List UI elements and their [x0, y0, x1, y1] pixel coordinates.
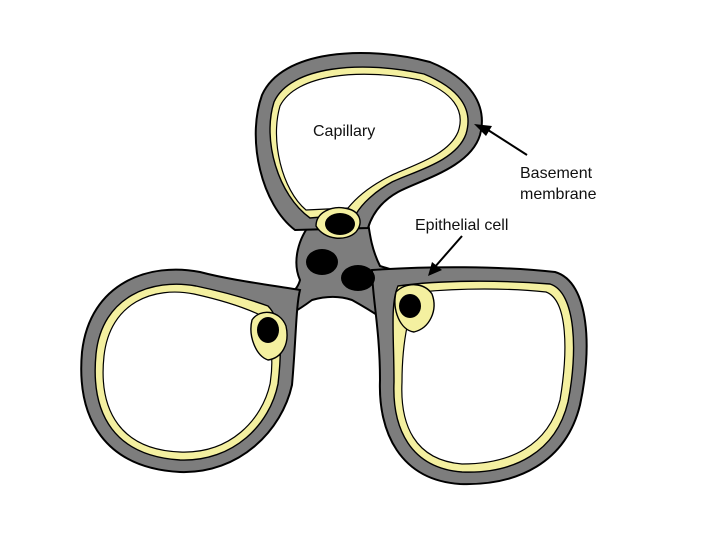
capillary-label: Capillary	[313, 123, 375, 140]
epithelial-cell-arrow-line	[434, 236, 462, 268]
nucleus-right	[399, 294, 421, 318]
nucleus-top	[325, 213, 355, 235]
basement-membrane-label-line2: membrane	[520, 186, 597, 203]
epithelial-cell-label: Epithelial cell	[415, 217, 508, 234]
basement-membrane-arrow-line	[488, 130, 527, 155]
top-capillary-lumen	[276, 74, 460, 210]
nucleus-center-left	[306, 249, 338, 275]
capillary-top	[270, 67, 468, 218]
basement-membrane-label-line1: Basement	[520, 165, 593, 182]
nucleus-center-right	[341, 265, 375, 291]
nucleus-left	[257, 317, 279, 343]
